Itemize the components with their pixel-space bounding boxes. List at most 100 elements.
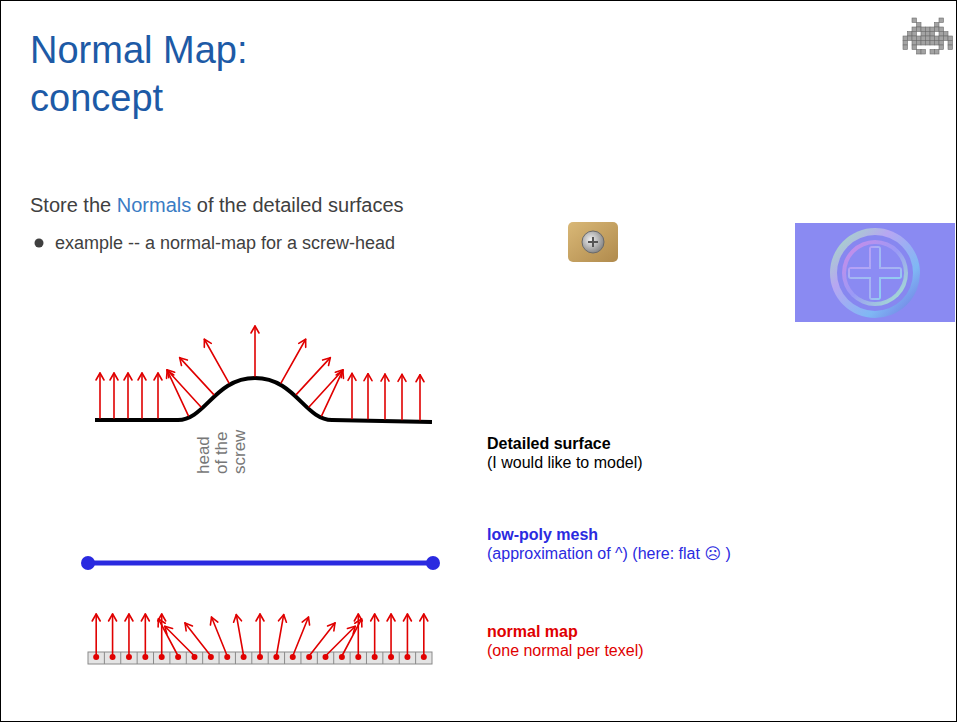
texel-divider bbox=[169, 652, 170, 664]
invader-pixel bbox=[948, 45, 953, 50]
normal-arrow bbox=[420, 614, 428, 656]
arrow-shaft bbox=[128, 614, 130, 656]
normal-arrow bbox=[416, 375, 424, 420]
invader-pixel bbox=[917, 41, 922, 46]
normal-arrow bbox=[185, 623, 211, 656]
arrow-head bbox=[109, 614, 117, 621]
invader-pixel bbox=[935, 50, 940, 55]
arrow-shaft bbox=[212, 617, 228, 656]
invader-pixel bbox=[917, 23, 922, 28]
texel-divider bbox=[235, 652, 236, 664]
arrow-shaft bbox=[180, 358, 214, 395]
arrow-head bbox=[92, 614, 100, 621]
body-text: Store the bbox=[30, 192, 111, 218]
normal-arrow bbox=[234, 615, 244, 656]
normal-arrow bbox=[96, 373, 104, 418]
normal-arrow bbox=[165, 626, 195, 656]
arrow-head bbox=[403, 614, 411, 621]
texel-divider bbox=[186, 652, 187, 664]
invader-pixel bbox=[939, 41, 944, 46]
arrow-head bbox=[138, 373, 146, 380]
arrow-head bbox=[416, 375, 424, 382]
normal-arrow bbox=[141, 614, 149, 656]
normal-map-image bbox=[795, 223, 955, 322]
arrow-shaft bbox=[423, 614, 425, 656]
arrow-head bbox=[125, 614, 133, 621]
arrow-head bbox=[336, 370, 343, 378]
normal-arrow bbox=[124, 373, 132, 418]
normal-arrow bbox=[167, 370, 189, 415]
arrow-head bbox=[371, 614, 379, 621]
texel-divider bbox=[300, 652, 301, 664]
arrow-shaft bbox=[419, 375, 421, 420]
texel-divider bbox=[202, 652, 203, 664]
arrow-shaft bbox=[326, 626, 356, 656]
arrow-shaft bbox=[309, 370, 343, 407]
texel-divider bbox=[382, 652, 383, 664]
body-line: Store theNormalsof the detailed surfaces bbox=[30, 192, 404, 218]
arrow-shaft bbox=[322, 370, 343, 415]
invader-pixel bbox=[939, 18, 944, 23]
invader-pixel bbox=[930, 27, 935, 32]
arrow-shaft bbox=[204, 339, 229, 383]
arrow-shaft bbox=[141, 373, 143, 418]
invader-pixel bbox=[926, 27, 931, 32]
invader-pixel bbox=[939, 32, 944, 37]
texel-divider bbox=[333, 652, 334, 664]
invader-pixel bbox=[912, 27, 917, 32]
invader-pixel bbox=[912, 45, 917, 50]
arrow-shaft bbox=[167, 370, 188, 415]
invader-pixel bbox=[939, 27, 944, 32]
section-note: (approximation of ^) (here: flat ☹ ) bbox=[487, 544, 731, 563]
normal-arrow bbox=[210, 617, 227, 656]
texel-divider bbox=[399, 652, 400, 664]
section-heading: Detailed surface bbox=[487, 434, 611, 453]
normal-arrow bbox=[109, 614, 117, 656]
arrow-head bbox=[96, 373, 104, 380]
arrow-shaft bbox=[236, 615, 243, 656]
arrow-shaft bbox=[276, 615, 283, 656]
screw-photo bbox=[568, 222, 618, 262]
section-note: (one normal per texel) bbox=[487, 641, 644, 660]
arrow-shaft bbox=[113, 373, 115, 418]
section-heading: low-poly mesh bbox=[487, 525, 598, 544]
arrow-shaft bbox=[145, 614, 147, 656]
normal-arrow bbox=[92, 614, 100, 656]
invader-pixel bbox=[939, 45, 944, 50]
texel-divider bbox=[251, 652, 252, 664]
bullet-text: example -- a normal-map for a screw-head bbox=[55, 231, 395, 255]
invader-pixel bbox=[912, 32, 917, 37]
arrow-shaft bbox=[259, 614, 261, 656]
arrow-shaft bbox=[293, 617, 309, 656]
arrow-head bbox=[210, 617, 217, 625]
arrow-shaft bbox=[157, 373, 159, 418]
normal-arrow bbox=[354, 614, 362, 656]
normal-arrow bbox=[348, 373, 356, 418]
invader-pixel bbox=[939, 36, 944, 41]
invader-pixel bbox=[930, 32, 935, 37]
section-heading: normal map bbox=[487, 622, 578, 641]
normal-arrow bbox=[251, 326, 259, 376]
arrow-head bbox=[323, 358, 331, 366]
arrow-shaft bbox=[127, 373, 129, 418]
arrow-shaft bbox=[281, 339, 306, 383]
normal-arrow bbox=[180, 358, 214, 395]
invader-pixel bbox=[912, 18, 917, 23]
invader-icon bbox=[903, 18, 953, 54]
invader-pixel bbox=[903, 36, 908, 41]
texel-divider bbox=[284, 652, 285, 664]
arrow-head bbox=[299, 339, 306, 347]
arrow-head bbox=[302, 617, 309, 625]
texel-divider bbox=[104, 652, 105, 664]
invader-pixel bbox=[903, 41, 908, 46]
arrow-head bbox=[154, 373, 162, 380]
arrow-head bbox=[234, 615, 242, 623]
invader-pixel bbox=[930, 50, 935, 55]
arrow-shaft bbox=[254, 326, 256, 376]
texel-divider bbox=[268, 652, 269, 664]
part-label: head of the screw bbox=[195, 422, 249, 474]
texel-divider bbox=[366, 652, 367, 664]
invader-pixel bbox=[908, 36, 913, 41]
arrow-head bbox=[180, 358, 188, 366]
invader-pixel bbox=[912, 41, 917, 46]
